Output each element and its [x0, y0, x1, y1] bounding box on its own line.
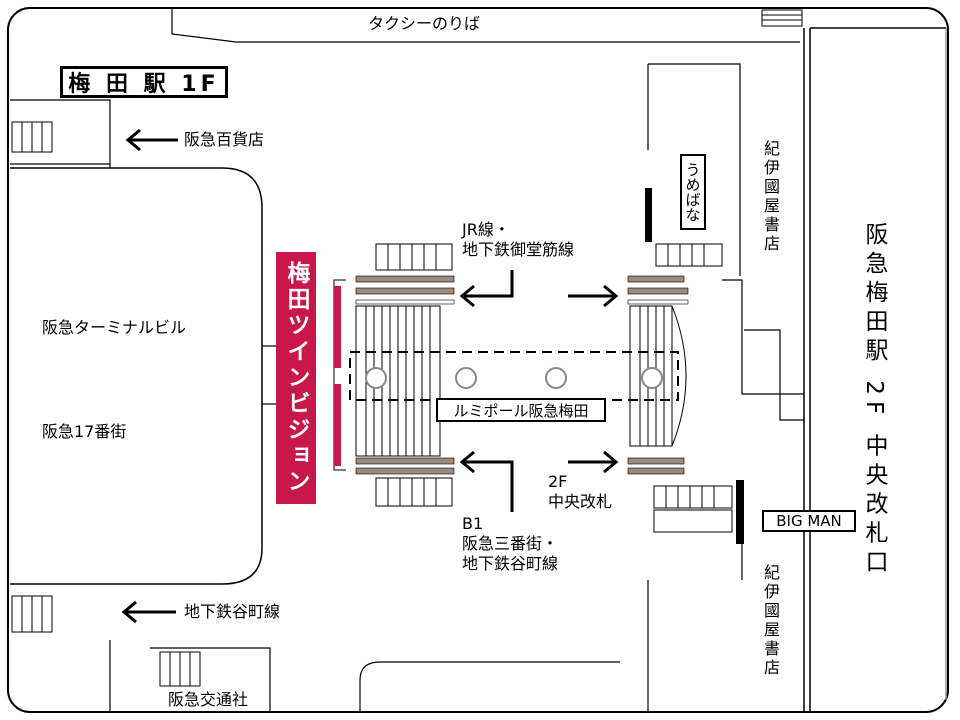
b1-label: B1 阪急三番街・ 地下鉄谷町線 [462, 514, 559, 573]
arrow-icon [125, 128, 178, 152]
arrow-icon [568, 284, 619, 308]
terminal-building [10, 167, 263, 585]
arrow-icon [121, 600, 176, 624]
arrow-icon [568, 450, 619, 474]
stairs-umebana [655, 243, 723, 267]
escalator-left [355, 275, 455, 475]
left-building-top [10, 99, 111, 168]
hankyu-2f-gate-label: 阪急梅田駅 2F 中央改札口 [861, 222, 887, 579]
bigman-bar [736, 480, 744, 544]
outer-frame [7, 7, 949, 713]
stairs-bigman [653, 485, 733, 509]
jr-line-label: JR線・ 地下鉄御堂筋線 [462, 220, 575, 259]
big-man-label: BIG MAN [762, 510, 856, 532]
pillar-icon [455, 367, 477, 389]
stairs-top [761, 9, 803, 27]
arrow-icon [459, 450, 514, 512]
taxi-area-wall [171, 8, 800, 43]
stairs-center-bottom [375, 477, 453, 507]
hankyu17-label: 阪急17番街 [42, 422, 127, 441]
lumipole-label: ルミポール阪急梅田 [436, 398, 606, 422]
kinokuniya-bottom-label: 紀伊國屋書店 [761, 564, 780, 678]
arrow-icon [459, 270, 514, 308]
umebana-bar [645, 188, 652, 242]
pillar-icon [641, 367, 663, 389]
hankyu-dept-label: 阪急百貨店 [184, 130, 265, 149]
pillar-icon [365, 367, 387, 389]
taxi-label: タクシーのりば [368, 14, 481, 33]
kinokuniya-top-label: 紀伊國屋書店 [761, 140, 780, 254]
right-building [648, 63, 741, 276]
bottom-arc-building [359, 661, 620, 712]
f2-gate-label: 2F 中央改札 [548, 472, 613, 511]
umebana-label: うめばな [680, 154, 706, 230]
terminal-building-label: 阪急ターミナルビル [42, 318, 187, 337]
map-title: 梅 田 駅 1F [60, 66, 228, 98]
twin-vision-label: 梅田ツインビジョン [276, 252, 316, 504]
lumipole-dashed-outline [349, 351, 679, 401]
hankyu-kotsusha-label: 阪急交通社 [168, 690, 249, 709]
twin-vision-bar-top [334, 286, 341, 368]
stairs-center-top [375, 243, 453, 271]
pillar-icon [545, 367, 567, 389]
bottom-wall [150, 647, 271, 712]
subway-tanimachi-label: 地下鉄谷町線 [184, 602, 281, 621]
twin-vision-bar-bottom [334, 384, 341, 466]
